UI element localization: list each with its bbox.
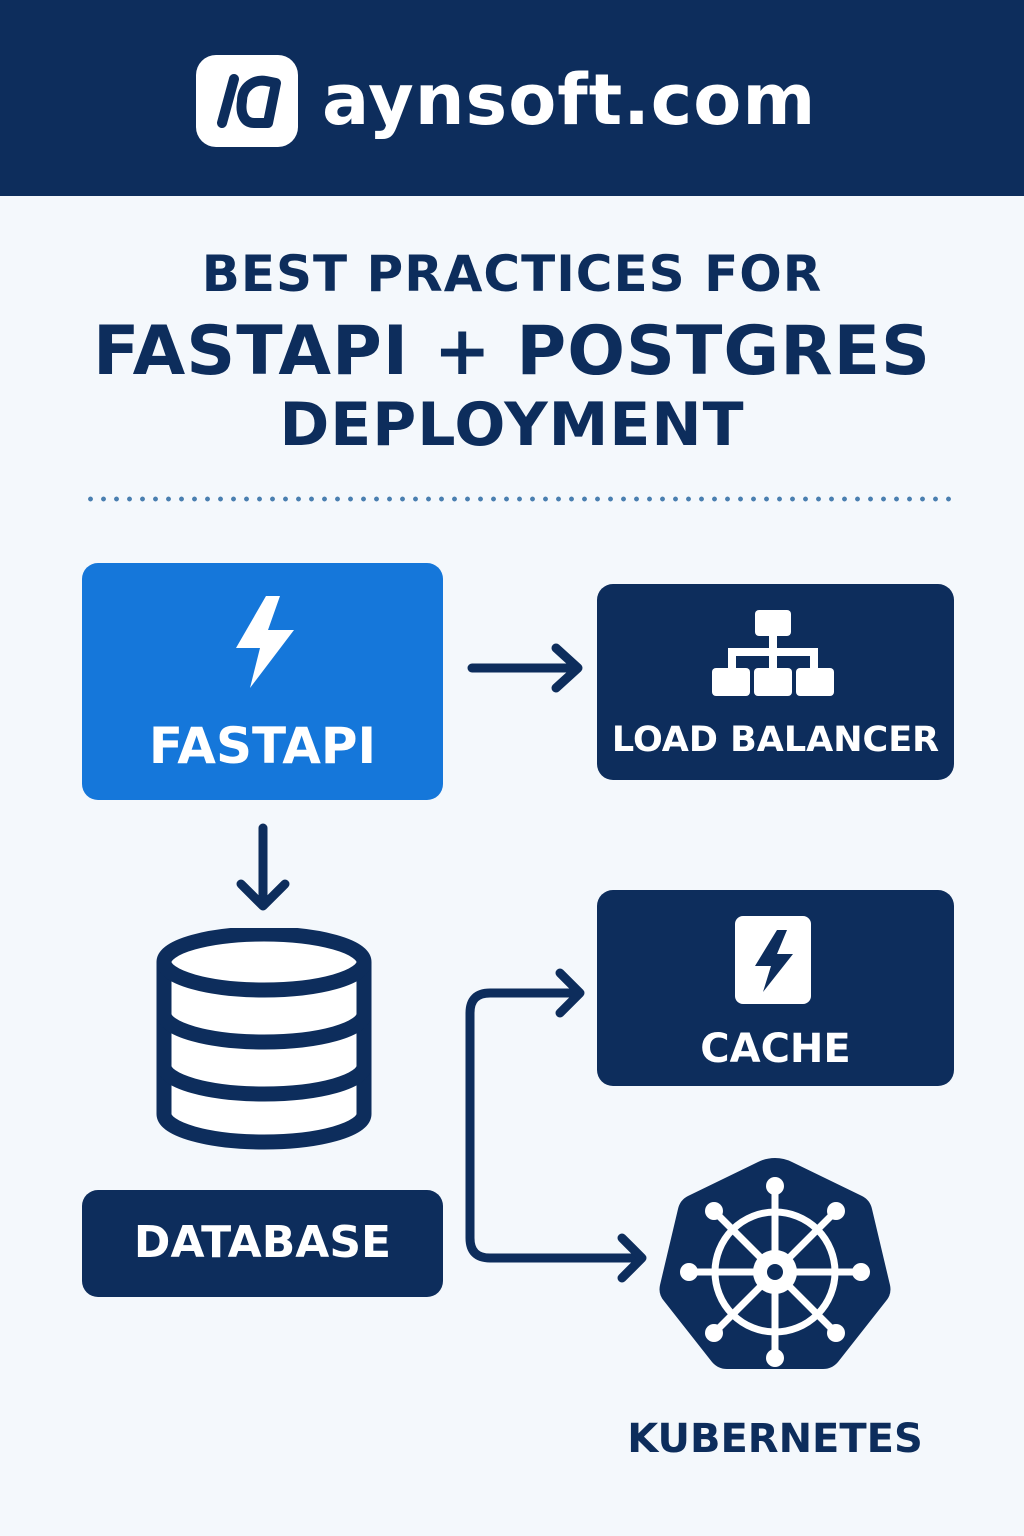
load-balancer-label: LOAD BALANCER [611,720,940,760]
title-line-3: DEPLOYMENT [279,390,745,460]
lightning-card-icon [735,916,811,1004]
header-bar: aynsoft.com [0,0,1024,196]
database-node [82,1190,443,1297]
hierarchy-icon [712,610,834,696]
dotted-divider [84,496,952,502]
cache-label: CACHE [700,1026,851,1072]
lightning-icon [236,596,294,688]
title-line-2: FASTAPI + POSTGRES [92,312,932,391]
database-icon [156,928,372,1150]
title-line-1: BEST PRACTICES FOR [201,245,823,303]
aynsoft-logo-icon [196,55,298,147]
kubernetes-label: KUBERNETES [627,1416,923,1462]
fastapi-label: FASTAPI [148,717,377,775]
database-label: DATABASE [133,1217,392,1268]
brand-name[interactable]: aynsoft.com [322,59,817,141]
helm-wheel-icon [659,1158,891,1369]
